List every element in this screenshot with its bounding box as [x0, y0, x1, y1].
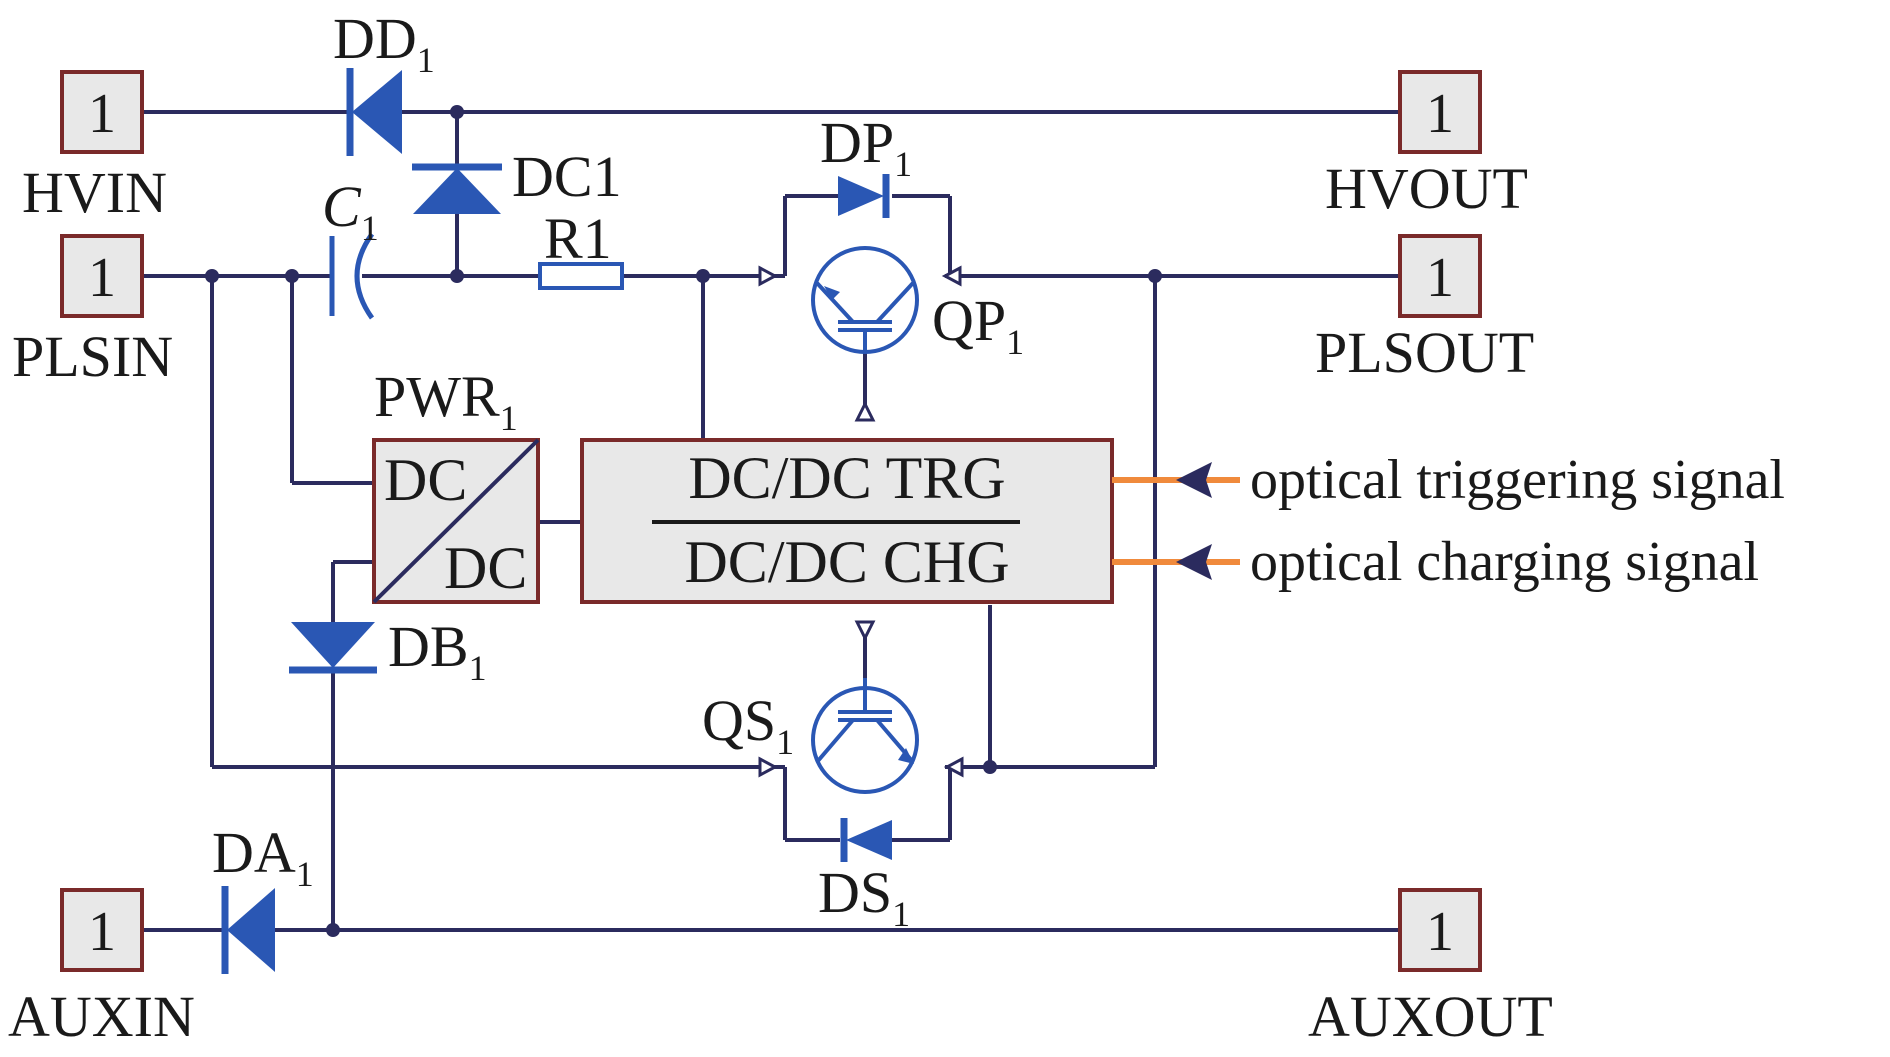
pwr-converter-block: DC DC PWR1: [372, 364, 540, 604]
qp1-label: QP1: [932, 288, 1024, 362]
c1-label: C1: [322, 174, 379, 248]
ds1-label: DS1: [818, 860, 910, 934]
block-bottom-text: DC/DC CHG: [684, 529, 1009, 595]
terminal-label-auxout: AUXOUT: [1308, 984, 1553, 1049]
terminal-number: 1: [1426, 247, 1454, 309]
terminal-plsin: 1 PLSIN: [12, 234, 173, 389]
terminal-hvout: 1 HVOUT: [1325, 70, 1528, 221]
diode-dd1: DD1: [333, 6, 435, 156]
terminal-number: 1: [88, 247, 116, 309]
wires: [142, 110, 1400, 932]
terminal-label-plsout: PLSOUT: [1315, 320, 1534, 385]
da1-label: DA1: [212, 820, 314, 894]
terminal-number: 1: [1426, 83, 1454, 145]
diode-dc1: DC1: [412, 144, 622, 214]
transistor-qs1: [758, 620, 964, 794]
resistor-r1: R1: [538, 206, 624, 290]
terminal-label-hvin: HVIN: [22, 160, 167, 225]
terminal-auxout: 1 AUXOUT: [1308, 888, 1553, 1049]
pwr-in-label: DC: [384, 447, 467, 513]
charging-signal-label: optical charging signal: [1250, 531, 1759, 593]
junctions: [205, 105, 1162, 937]
dc1-label: DC1: [512, 144, 622, 209]
terminal-label-auxin: AUXIN: [8, 984, 195, 1049]
terminal-number: 1: [1426, 901, 1454, 963]
terminal-number: 1: [88, 901, 116, 963]
diode-db1: DB1: [289, 614, 487, 688]
diode-ds1: DS1: [818, 818, 910, 934]
terminal-label-hvout: HVOUT: [1325, 156, 1528, 221]
db1-label: DB1: [388, 614, 487, 688]
optical-charging-input: optical charging signal: [1112, 531, 1759, 593]
terminal-hvin: 1 HVIN: [22, 70, 167, 225]
transistor-qp1: [758, 246, 962, 422]
diode-dp1: DP1: [820, 110, 912, 218]
capacitor-c1: C1: [322, 174, 379, 320]
terminal-label-plsin: PLSIN: [12, 324, 173, 389]
optical-trigger-input: optical triggering signal: [1112, 449, 1785, 511]
terminal-auxin: 1 AUXIN: [8, 888, 195, 1049]
diode-da1: DA1: [212, 820, 314, 974]
pwr-out-label: DC: [444, 535, 527, 601]
block-top-text: DC/DC TRG: [688, 445, 1005, 511]
dcdc-control-block: DC/DC TRG DC/DC CHG: [580, 438, 1114, 604]
qs1-label: QS1: [702, 688, 794, 762]
dd1-label: DD1: [333, 6, 435, 80]
trigger-signal-label: optical triggering signal: [1250, 449, 1785, 511]
pwr1-label: PWR1: [374, 364, 518, 438]
terminal-number: 1: [88, 83, 116, 145]
r1-label: R1: [544, 206, 612, 271]
dp1-label: DP1: [820, 110, 912, 184]
terminal-plsout: 1 PLSOUT: [1315, 234, 1534, 385]
